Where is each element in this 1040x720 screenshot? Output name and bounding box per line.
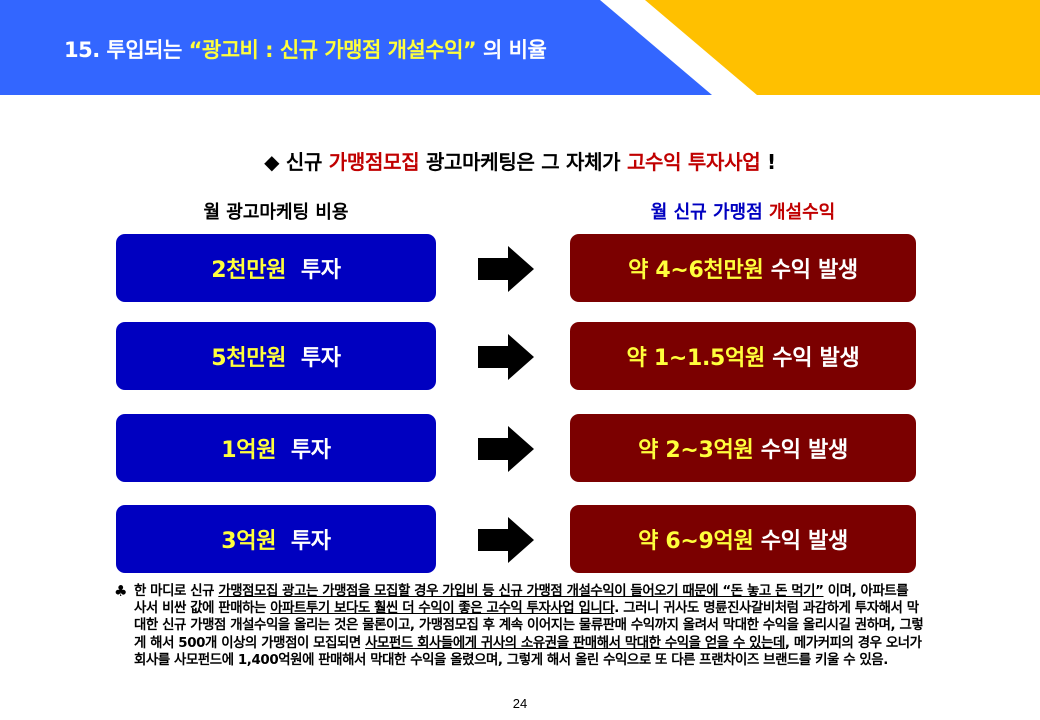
- title-prefix: 15. 투입되는: [64, 38, 189, 62]
- right-arrow-icon: [478, 426, 534, 472]
- column-header-revenue: 월 신규 가맹점 개설수익: [570, 198, 916, 224]
- footnote: ♣ 한 마디로 신규 가맹점모집 광고는 가맹점을 모집할 경우 가입비 등 신…: [114, 582, 924, 669]
- revenue-amount: 약 1~1.5억원: [626, 346, 766, 371]
- investment-label: 투자: [286, 258, 341, 283]
- title-highlight: “광고비 : 신규 가맹점 개설수익”: [188, 38, 477, 62]
- headline-emphasis: 고수익 투자사업: [626, 150, 761, 174]
- footnote-text: 이며, 아파트를 사서 비싼 값에 판매하는: [134, 584, 909, 617]
- column-header-ad-cost: 월 광고마케팅 비용: [203, 202, 349, 223]
- investment-amount: 3억원: [221, 529, 277, 554]
- revenue-label: 수익 발생: [753, 529, 848, 554]
- footnote-underlined: 사모펀드 회사들에게 귀사의 소유권을 판매해서 막대한 수익을 얻을 수 있는…: [365, 635, 785, 651]
- footnote-underlined: 가맹점모집 광고는 가맹점을 모집할 경우 가입비 등 신규 가맹점 개설수익이…: [218, 584, 824, 599]
- footnote-text: 한 마디로 신규: [134, 584, 219, 599]
- investment-amount: 2천만원: [211, 258, 287, 283]
- headline-text: 신규: [279, 150, 329, 174]
- page-title: 15. 투입되는 “광고비 : 신규 가맹점 개설수익” 의 비율: [64, 34, 547, 64]
- footnote-text: . 그러니 귀사도 명륜진사갈비처럼 과감하게 투자해서 막대한 신규 가맹점 …: [134, 601, 924, 651]
- ratio-row: 2천만원 투자 약 4~6천만원 수익 발생: [0, 234, 1040, 302]
- revenue-box: 약 1~1.5억원 수익 발생: [570, 322, 916, 390]
- page-number: 24: [512, 696, 528, 711]
- column-header-text: 월 신규 가맹점: [650, 202, 769, 223]
- title-suffix: 의 비율: [476, 38, 547, 62]
- investment-amount: 5천만원: [211, 346, 287, 371]
- investment-box: 3억원 투자: [116, 505, 436, 573]
- slide-header: 15. 투입되는 “광고비 : 신규 가맹점 개설수익” 의 비율: [0, 0, 1040, 95]
- revenue-amount: 약 6~9억원: [638, 529, 754, 554]
- right-arrow-icon: [478, 246, 534, 292]
- revenue-label: 수익 발생: [763, 258, 858, 283]
- right-arrow-icon: [478, 334, 534, 380]
- revenue-amount: 약 4~6천만원: [628, 258, 764, 283]
- ratio-row: 1억원 투자 약 2~3억원 수익 발생: [0, 414, 1040, 482]
- revenue-label: 수익 발생: [753, 438, 848, 463]
- revenue-box: 약 6~9억원 수익 발생: [570, 505, 916, 573]
- ratio-row: 5천만원 투자 약 1~1.5억원 수익 발생: [0, 322, 1040, 390]
- column-header-emphasis: 개설수익: [768, 202, 836, 223]
- headline-text: !: [760, 150, 776, 174]
- investment-label: 투자: [286, 346, 341, 371]
- investment-amount: 1억원: [221, 438, 277, 463]
- revenue-box: 약 2~3억원 수익 발생: [570, 414, 916, 482]
- revenue-box: 약 4~6천만원 수익 발생: [570, 234, 916, 302]
- header-banner-shapes: [0, 0, 1040, 95]
- investment-label: 투자: [276, 438, 331, 463]
- headline-emphasis: 가맹점모집: [328, 150, 420, 174]
- investment-box: 1억원 투자: [116, 414, 436, 482]
- headline: ◆ 신규 가맹점모집 광고마케팅은 그 자체가 고수익 투자사업 !: [0, 146, 1040, 175]
- investment-box: 5천만원 투자: [116, 322, 436, 390]
- headline-text: 광고마케팅은 그 자체가: [419, 150, 627, 174]
- club-bullet-icon: ♣: [114, 582, 128, 600]
- footnote-text: , 메가커피의 경우 오너가 회사를 사모펀드에 1,400억원에 판매해서 막…: [134, 635, 922, 668]
- ratio-row: 3억원 투자 약 6~9억원 수익 발생: [0, 505, 1040, 573]
- revenue-label: 수익 발생: [764, 346, 860, 371]
- footnote-body: 한 마디로 신규 가맹점모집 광고는 가맹점을 모집할 경우 가입비 등 신규 …: [134, 583, 924, 669]
- footnote-underlined: 아파트투기 보다도 훨씬 더 수익이 좋은 고수익 투자사업 입니다: [270, 601, 615, 617]
- right-arrow-icon: [478, 517, 534, 563]
- revenue-amount: 약 2~3억원: [638, 438, 754, 463]
- investment-box: 2천만원 투자: [116, 234, 436, 302]
- diamond-bullet-icon: ◆: [264, 150, 280, 174]
- investment-label: 투자: [276, 529, 331, 554]
